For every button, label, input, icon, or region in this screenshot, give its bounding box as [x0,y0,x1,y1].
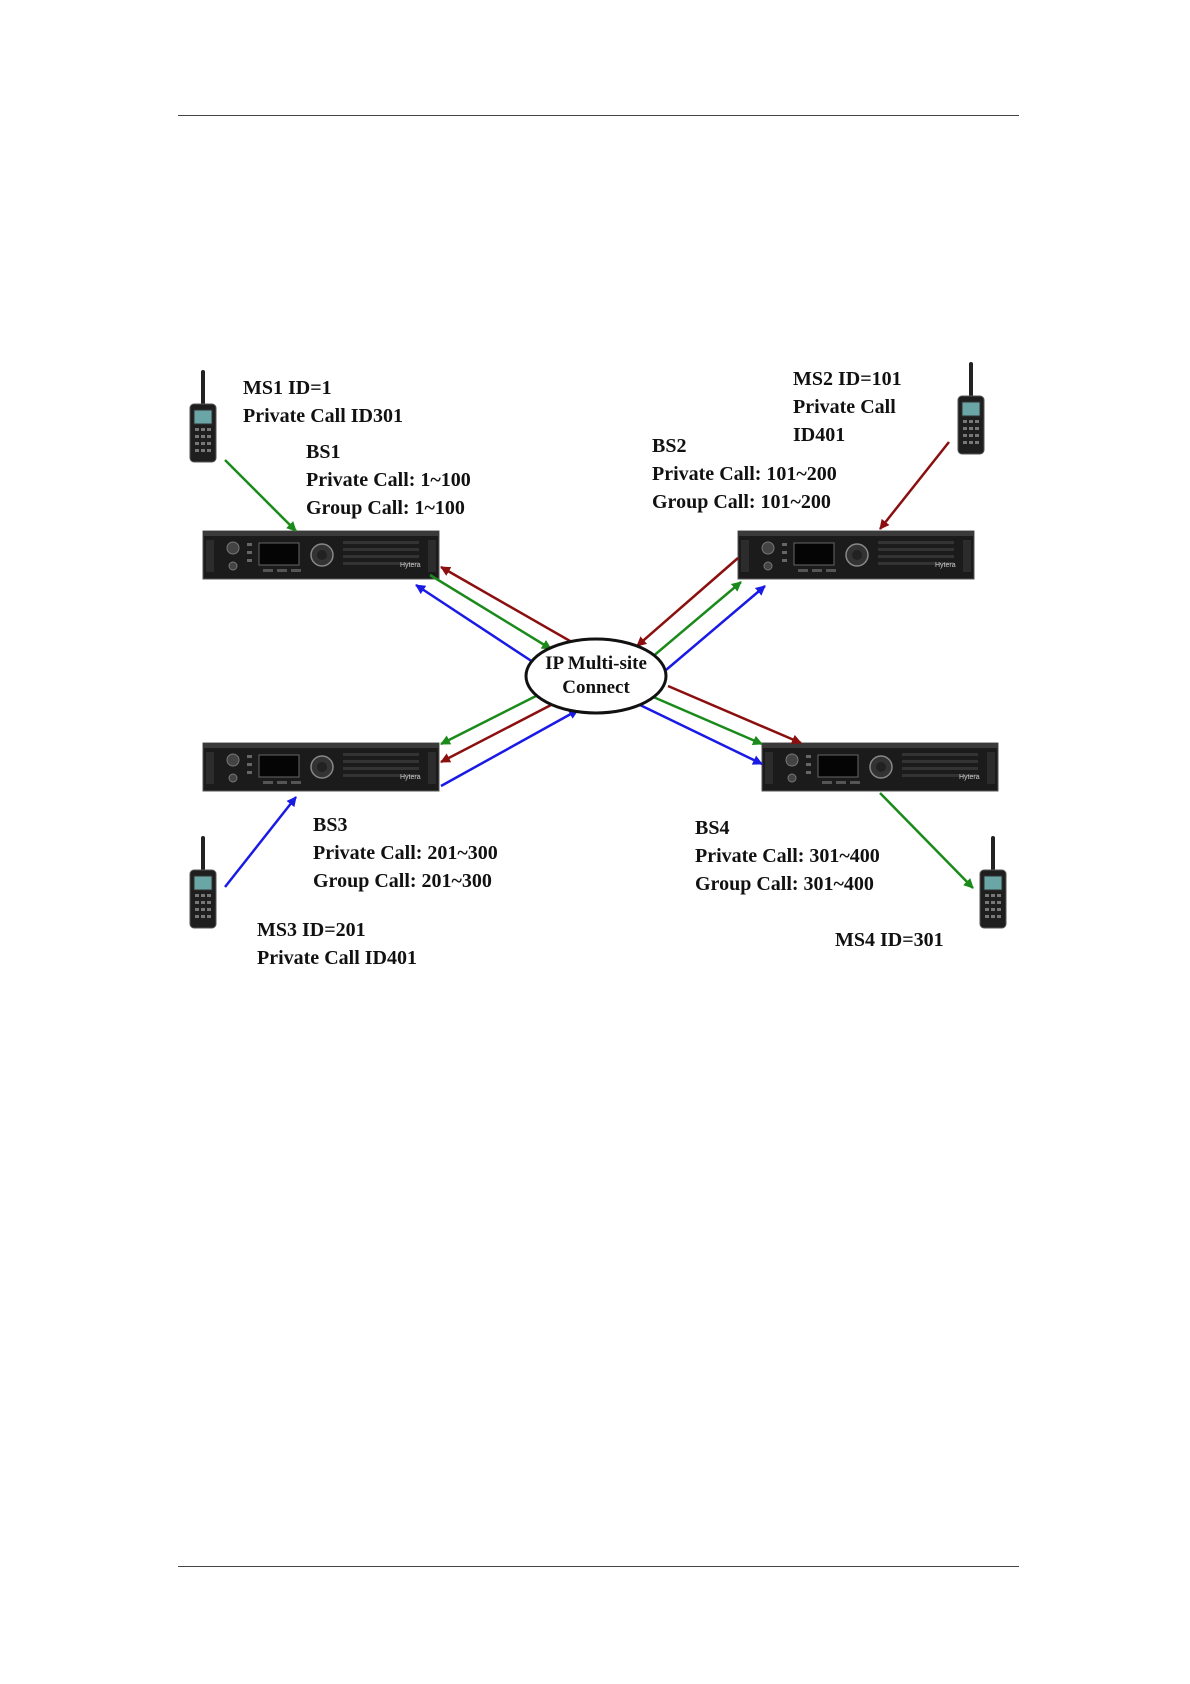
header-rule [178,115,1019,116]
ip-to-bs4-green-arrow [650,694,763,746]
ms2-id-label: MS2 ID=101 [793,368,902,390]
ms1-call-label: Private Call ID301 [243,405,403,427]
ms4-id-label: MS4 ID=301 [835,929,944,951]
ip-to-bs4-red-arrow [667,684,802,745]
bs3-repeater-icon: Hytera [202,742,440,792]
bs4-private-call: Private Call: 301~400 [695,845,880,867]
bs4-group-call: Group Call: 301~400 [695,873,874,895]
ms3-radio-icon [189,835,217,929]
svg-text:Hytera: Hytera [959,774,980,781]
ip-to-bs1-red-arrow [440,565,571,643]
bs2-private-call: Private Call: 101~200 [652,463,837,485]
bs3-to-ip-blue-arrow [440,708,579,788]
svg-text:Hytera: Hytera [400,774,421,781]
ms3-id-label: MS3 ID=201 [257,919,366,941]
ms2-call-id-label: ID401 [793,424,845,446]
bs2-group-call: Group Call: 101~200 [652,491,831,513]
ip-to-bs1-blue-arrow [415,583,537,666]
ip-label-line2: Connect [562,677,630,698]
ms4-radio-icon [979,835,1007,929]
bs2-name: BS2 [652,435,686,457]
bs3-private-call: Private Call: 201~300 [313,842,498,864]
ms3-to-bs3-arrow [224,796,297,888]
bs4-repeater-icon: Hytera [761,742,999,792]
ip-to-bs4-blue-arrow [639,703,763,766]
bs1-name: BS1 [306,441,340,463]
ip-to-bs2-blue-arrow [665,585,766,671]
ip-to-bs2-green-arrow [650,581,742,659]
footer-rule [178,1566,1019,1567]
bs2-to-ip-red-arrow [636,557,739,647]
bs1-repeater-icon: Hytera [202,530,440,580]
svg-text:Hytera: Hytera [400,562,421,569]
bs4-name: BS4 [695,817,729,839]
bs2-repeater-icon: Hytera [737,530,975,580]
ms1-radio-icon [189,369,217,463]
bs4-to-ms4-arrow [879,792,974,889]
svg-text:Hytera: Hytera [935,562,956,569]
ip-multisite-ellipse [524,637,668,715]
bs1-to-ip-green-arrow [429,573,552,651]
ip-to-bs3-red-arrow [440,703,552,764]
ip-to-bs3-green-arrow [440,694,537,746]
bs3-name: BS3 [313,814,347,836]
bs1-private-call: Private Call: 1~100 [306,469,471,491]
bs1-group-call: Group Call: 1~100 [306,497,465,519]
bs3-group-call: Group Call: 201~300 [313,870,492,892]
ms1-to-bs1-arrow [224,459,297,532]
ms1-id-label: MS1 ID=1 [243,377,332,399]
ms3-call-label: Private Call ID401 [257,947,417,969]
ip-label-line1: IP Multi-site [545,653,647,674]
ms2-call-label: Private Call [793,396,896,418]
ms2-radio-icon [957,361,985,455]
ms2-to-bs2-arrow [879,441,950,530]
